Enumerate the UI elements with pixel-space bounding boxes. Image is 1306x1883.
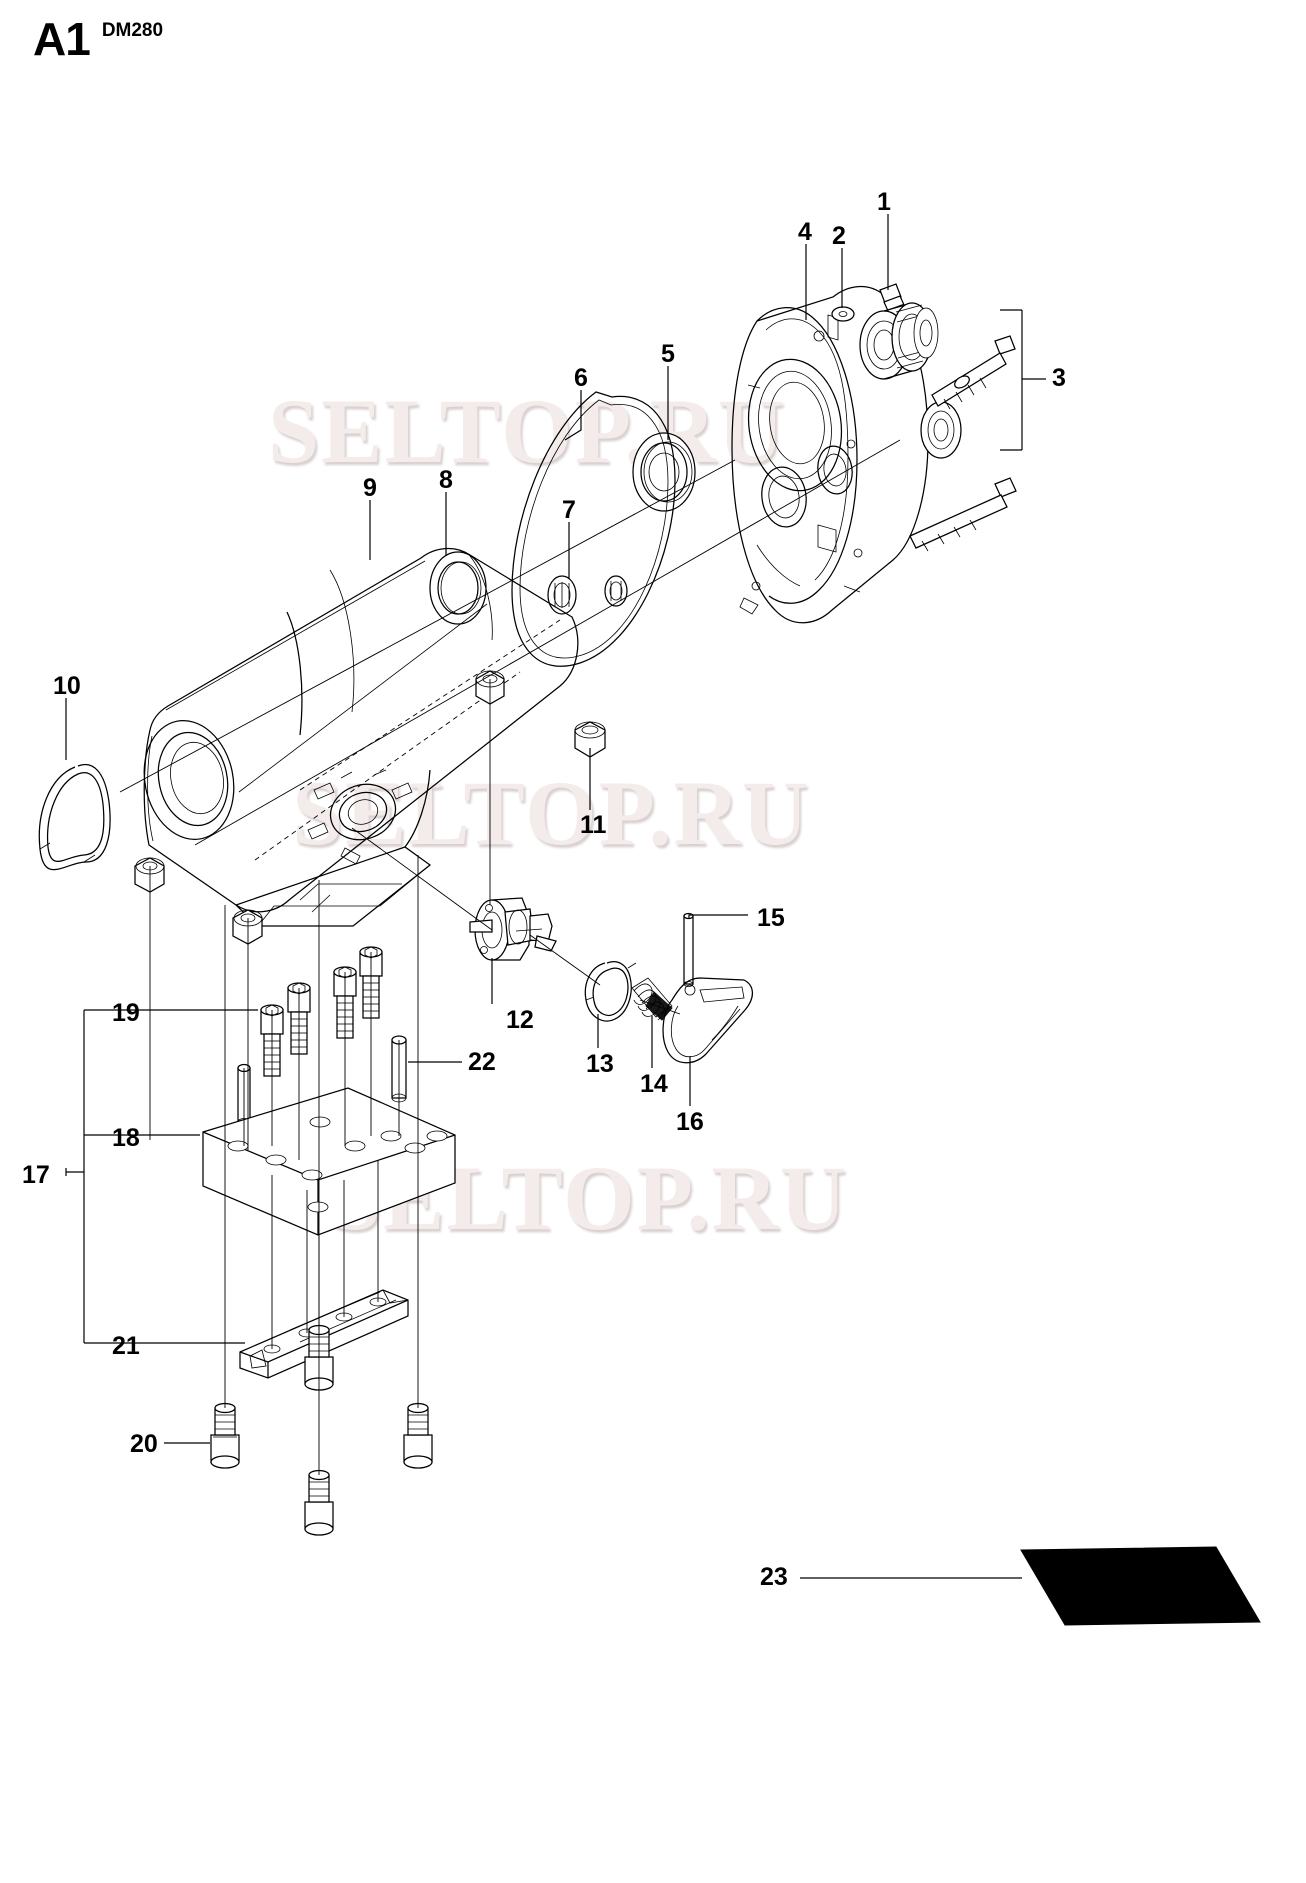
part-drive-shaft-flange xyxy=(470,898,556,960)
callout-number: 19 xyxy=(112,999,140,1027)
callout-number: 17 xyxy=(22,1161,50,1189)
part-gearbox-housing xyxy=(133,549,577,926)
callout-number: 9 xyxy=(363,474,377,502)
callout-number: 1 xyxy=(877,188,891,216)
part-compression-spring xyxy=(632,978,672,1020)
part-lock-lever-handle xyxy=(663,978,752,1063)
callout-number: 23 xyxy=(760,1563,788,1591)
callout-number: 13 xyxy=(586,1050,614,1078)
model-code: DM280 xyxy=(101,20,164,41)
callout-number: 8 xyxy=(439,466,453,494)
callout-number: 5 xyxy=(661,340,675,368)
leader-lines xyxy=(66,214,1046,1578)
part-retaining-snap-ring xyxy=(39,765,110,870)
part-roll-pin xyxy=(684,914,693,987)
callout-number: 15 xyxy=(757,904,785,932)
part-circlip xyxy=(585,962,636,1021)
part-gearbox-cover xyxy=(732,287,928,623)
part-bearing-seal-kit xyxy=(860,303,1016,551)
part-o-ring-gasket xyxy=(512,392,675,666)
callout-number: 7 xyxy=(562,496,576,524)
callout-number: 4 xyxy=(798,218,812,246)
sheet-code: A1 xyxy=(33,13,91,65)
part-warning-decal xyxy=(1021,1547,1260,1625)
part-socket-head-screw xyxy=(261,947,382,1076)
part-needle-bearing xyxy=(548,576,627,614)
callout-number: 20 xyxy=(130,1430,158,1458)
callout-number: 2 xyxy=(832,222,846,250)
callout-number: 21 xyxy=(112,1332,140,1360)
callout-number: 3 xyxy=(1052,364,1066,392)
part-socket-head-cap-screw xyxy=(211,1326,432,1536)
part-washer xyxy=(832,307,854,321)
sheet-header: A1 DM280 xyxy=(33,16,163,62)
callout-number: 18 xyxy=(112,1124,140,1152)
callout-number: 6 xyxy=(574,364,588,392)
callout-number: 14 xyxy=(640,1070,668,1098)
callout-number: 10 xyxy=(53,672,81,700)
part-ball-bearing xyxy=(633,433,695,511)
callout-number: 22 xyxy=(468,1048,496,1076)
part-lock-nut xyxy=(135,671,605,944)
callout-number: 11 xyxy=(580,811,607,839)
callout-number: 12 xyxy=(506,1006,534,1034)
part-shaft-seal xyxy=(430,552,486,624)
part-base-plate xyxy=(203,1088,455,1235)
callout-number: 16 xyxy=(676,1108,704,1136)
